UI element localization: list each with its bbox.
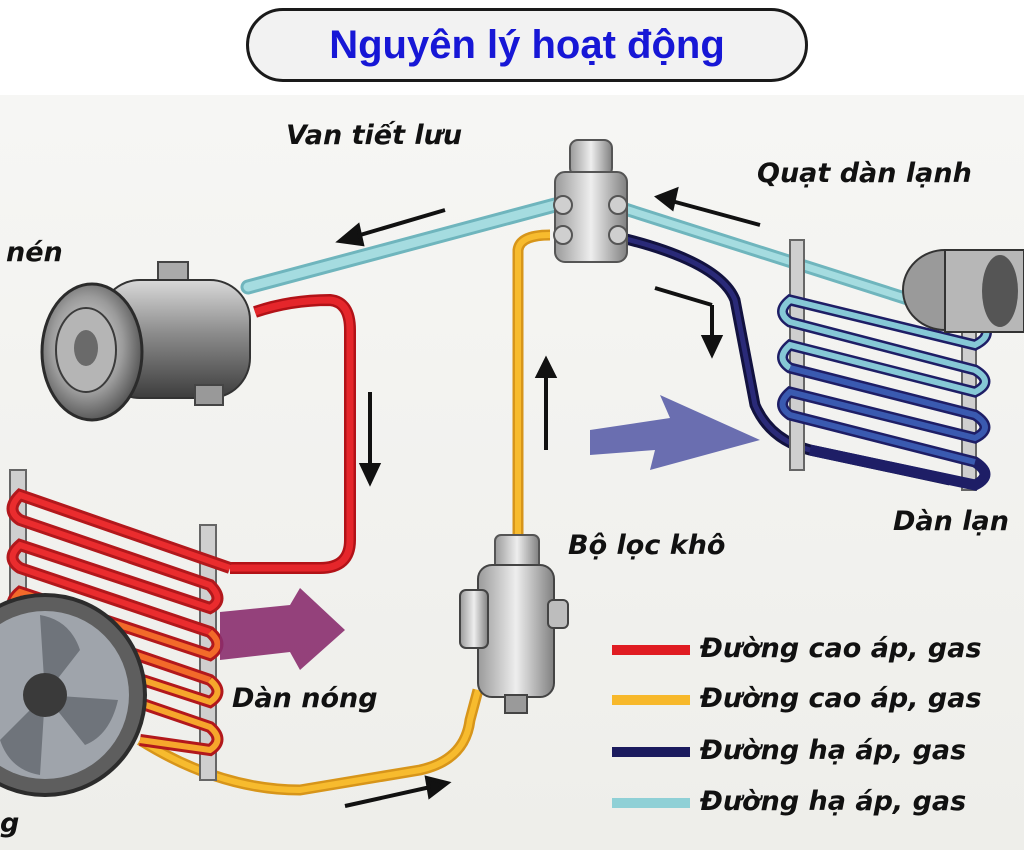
legend-label-high-pressure-liquid: Đường cao áp, gas xyxy=(700,683,982,714)
title-box: Nguyên lý hoạt động xyxy=(246,8,808,82)
flow-arrows xyxy=(335,186,761,808)
label-expansion-valve: Van tiết lưu xyxy=(286,120,463,151)
label-compressor: nén xyxy=(6,237,63,268)
condenser-fan xyxy=(0,593,147,797)
diagram-title: Nguyên lý hoạt động xyxy=(329,22,725,67)
evaporator-blower xyxy=(902,249,1024,333)
expansion-valve xyxy=(553,139,628,263)
legend-label-low-pressure-gas: Đường hạ áp, gas xyxy=(700,786,967,817)
legend-label-low-pressure-liquid: Đường hạ áp, gas xyxy=(700,735,967,766)
legend-label-high-pressure-gas: Đường cao áp, gas xyxy=(700,633,982,664)
filter-drier xyxy=(459,534,569,714)
label-evaporator-fan: Quạt dàn lạnh xyxy=(757,158,972,189)
label-filter-drier: Bộ lọc khô xyxy=(568,530,726,561)
label-condenser-fan: g xyxy=(0,808,20,839)
compressor xyxy=(40,261,251,422)
label-condenser: Dàn nóng xyxy=(232,683,378,714)
evaporator-coil xyxy=(777,239,992,491)
label-evaporator: Dàn lạn xyxy=(893,506,1009,537)
hot-air-arrow xyxy=(220,588,345,670)
cold-air-arrow xyxy=(590,395,760,470)
legend-swatches xyxy=(612,645,690,808)
